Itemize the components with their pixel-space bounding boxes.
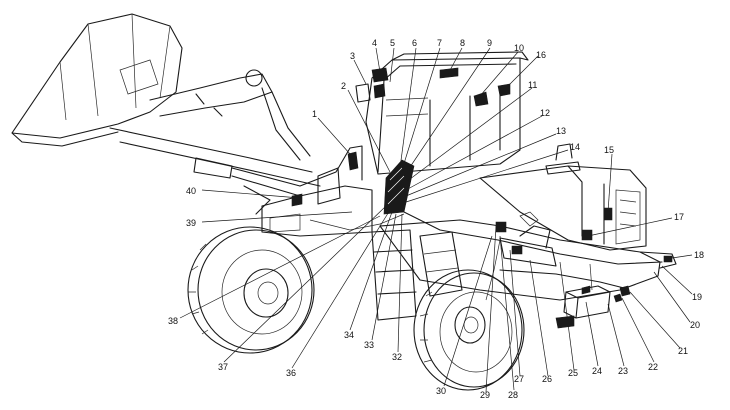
leader-30 bbox=[443, 235, 493, 387]
label-33: 33 bbox=[364, 340, 374, 350]
label-29: 29 bbox=[480, 390, 490, 400]
leader-7 bbox=[401, 47, 441, 171]
leader-21 bbox=[629, 291, 681, 349]
lift-arms bbox=[109, 69, 321, 215]
label-1: 1 bbox=[312, 109, 317, 119]
label-8: 8 bbox=[460, 38, 465, 48]
label-21: 21 bbox=[678, 346, 688, 356]
rear-frame bbox=[379, 211, 677, 329]
leader-9 bbox=[403, 47, 491, 177]
rear-wheel bbox=[413, 269, 525, 391]
label-40: 40 bbox=[186, 186, 196, 196]
label-20: 20 bbox=[690, 320, 700, 330]
leader-27 bbox=[509, 249, 521, 377]
label-2: 2 bbox=[341, 81, 346, 91]
label-19: 19 bbox=[692, 292, 702, 302]
label-5: 5 bbox=[390, 38, 395, 48]
leader-5 bbox=[389, 47, 395, 83]
leader-lines bbox=[179, 47, 693, 393]
leader-15 bbox=[607, 153, 613, 213]
label-30: 30 bbox=[436, 386, 446, 396]
leader-18 bbox=[671, 254, 693, 259]
leader-32 bbox=[397, 213, 403, 353]
label-23: 23 bbox=[618, 366, 628, 376]
leader-34 bbox=[349, 211, 393, 331]
leader-37 bbox=[223, 205, 387, 363]
leader-19 bbox=[661, 265, 693, 295]
leader-14 bbox=[405, 149, 569, 203]
label-27: 27 bbox=[514, 374, 524, 384]
label-6: 6 bbox=[412, 38, 417, 48]
label-22: 22 bbox=[648, 362, 658, 372]
leader-12 bbox=[405, 115, 543, 191]
label-12: 12 bbox=[540, 108, 550, 118]
loader-drawing bbox=[11, 13, 677, 391]
leader-22 bbox=[621, 297, 655, 363]
label-10: 10 bbox=[514, 43, 524, 53]
wiring-harness bbox=[309, 211, 663, 301]
label-25: 25 bbox=[568, 368, 578, 378]
bucket bbox=[11, 13, 183, 147]
part-labels: 1 2 3 4 5 6 7 8 9 10 11 12 13 14 15 16 1… bbox=[168, 38, 704, 400]
leader-39 bbox=[201, 211, 353, 223]
leader-2 bbox=[347, 89, 391, 173]
label-13: 13 bbox=[556, 126, 566, 136]
label-9: 9 bbox=[487, 38, 492, 48]
leader-26 bbox=[529, 259, 549, 377]
label-3: 3 bbox=[350, 51, 355, 61]
label-7: 7 bbox=[437, 38, 442, 48]
leader-4 bbox=[375, 47, 381, 73]
leader-10 bbox=[479, 51, 519, 97]
label-16: 16 bbox=[536, 50, 546, 60]
leader-6 bbox=[399, 47, 417, 169]
label-26: 26 bbox=[542, 374, 552, 384]
leader-3 bbox=[353, 59, 367, 85]
label-37: 37 bbox=[218, 362, 228, 372]
label-38: 38 bbox=[168, 316, 178, 326]
label-15: 15 bbox=[604, 145, 614, 155]
leader-29 bbox=[485, 225, 497, 393]
label-17: 17 bbox=[674, 212, 684, 222]
leader-17 bbox=[587, 217, 673, 237]
leader-1 bbox=[317, 117, 351, 155]
label-11: 11 bbox=[528, 80, 537, 90]
label-36: 36 bbox=[286, 368, 296, 378]
leader-38 bbox=[179, 215, 381, 319]
leader-16a bbox=[503, 55, 539, 91]
label-32: 32 bbox=[392, 352, 402, 362]
leader-28 bbox=[499, 235, 515, 391]
battery-box bbox=[563, 285, 611, 319]
leader-23 bbox=[607, 303, 625, 367]
front-wheel bbox=[187, 226, 315, 354]
label-14: 14 bbox=[570, 142, 580, 152]
access-steps bbox=[371, 229, 463, 321]
leader-33 bbox=[371, 213, 397, 341]
leader-36 bbox=[291, 209, 391, 369]
leader-25 bbox=[559, 261, 575, 371]
label-34: 34 bbox=[344, 330, 354, 340]
label-18: 18 bbox=[694, 250, 704, 260]
label-4: 4 bbox=[372, 38, 377, 48]
leader-13 bbox=[405, 133, 557, 197]
leader-40 bbox=[201, 189, 301, 199]
leader-8 bbox=[447, 47, 463, 75]
label-28: 28 bbox=[508, 390, 518, 400]
front-frame bbox=[261, 145, 373, 237]
cab bbox=[355, 51, 529, 215]
leader-20 bbox=[653, 271, 691, 323]
label-24: 24 bbox=[592, 366, 602, 376]
leader-24 bbox=[585, 301, 599, 367]
leader-11 bbox=[405, 87, 533, 183]
label-39: 39 bbox=[186, 218, 196, 228]
